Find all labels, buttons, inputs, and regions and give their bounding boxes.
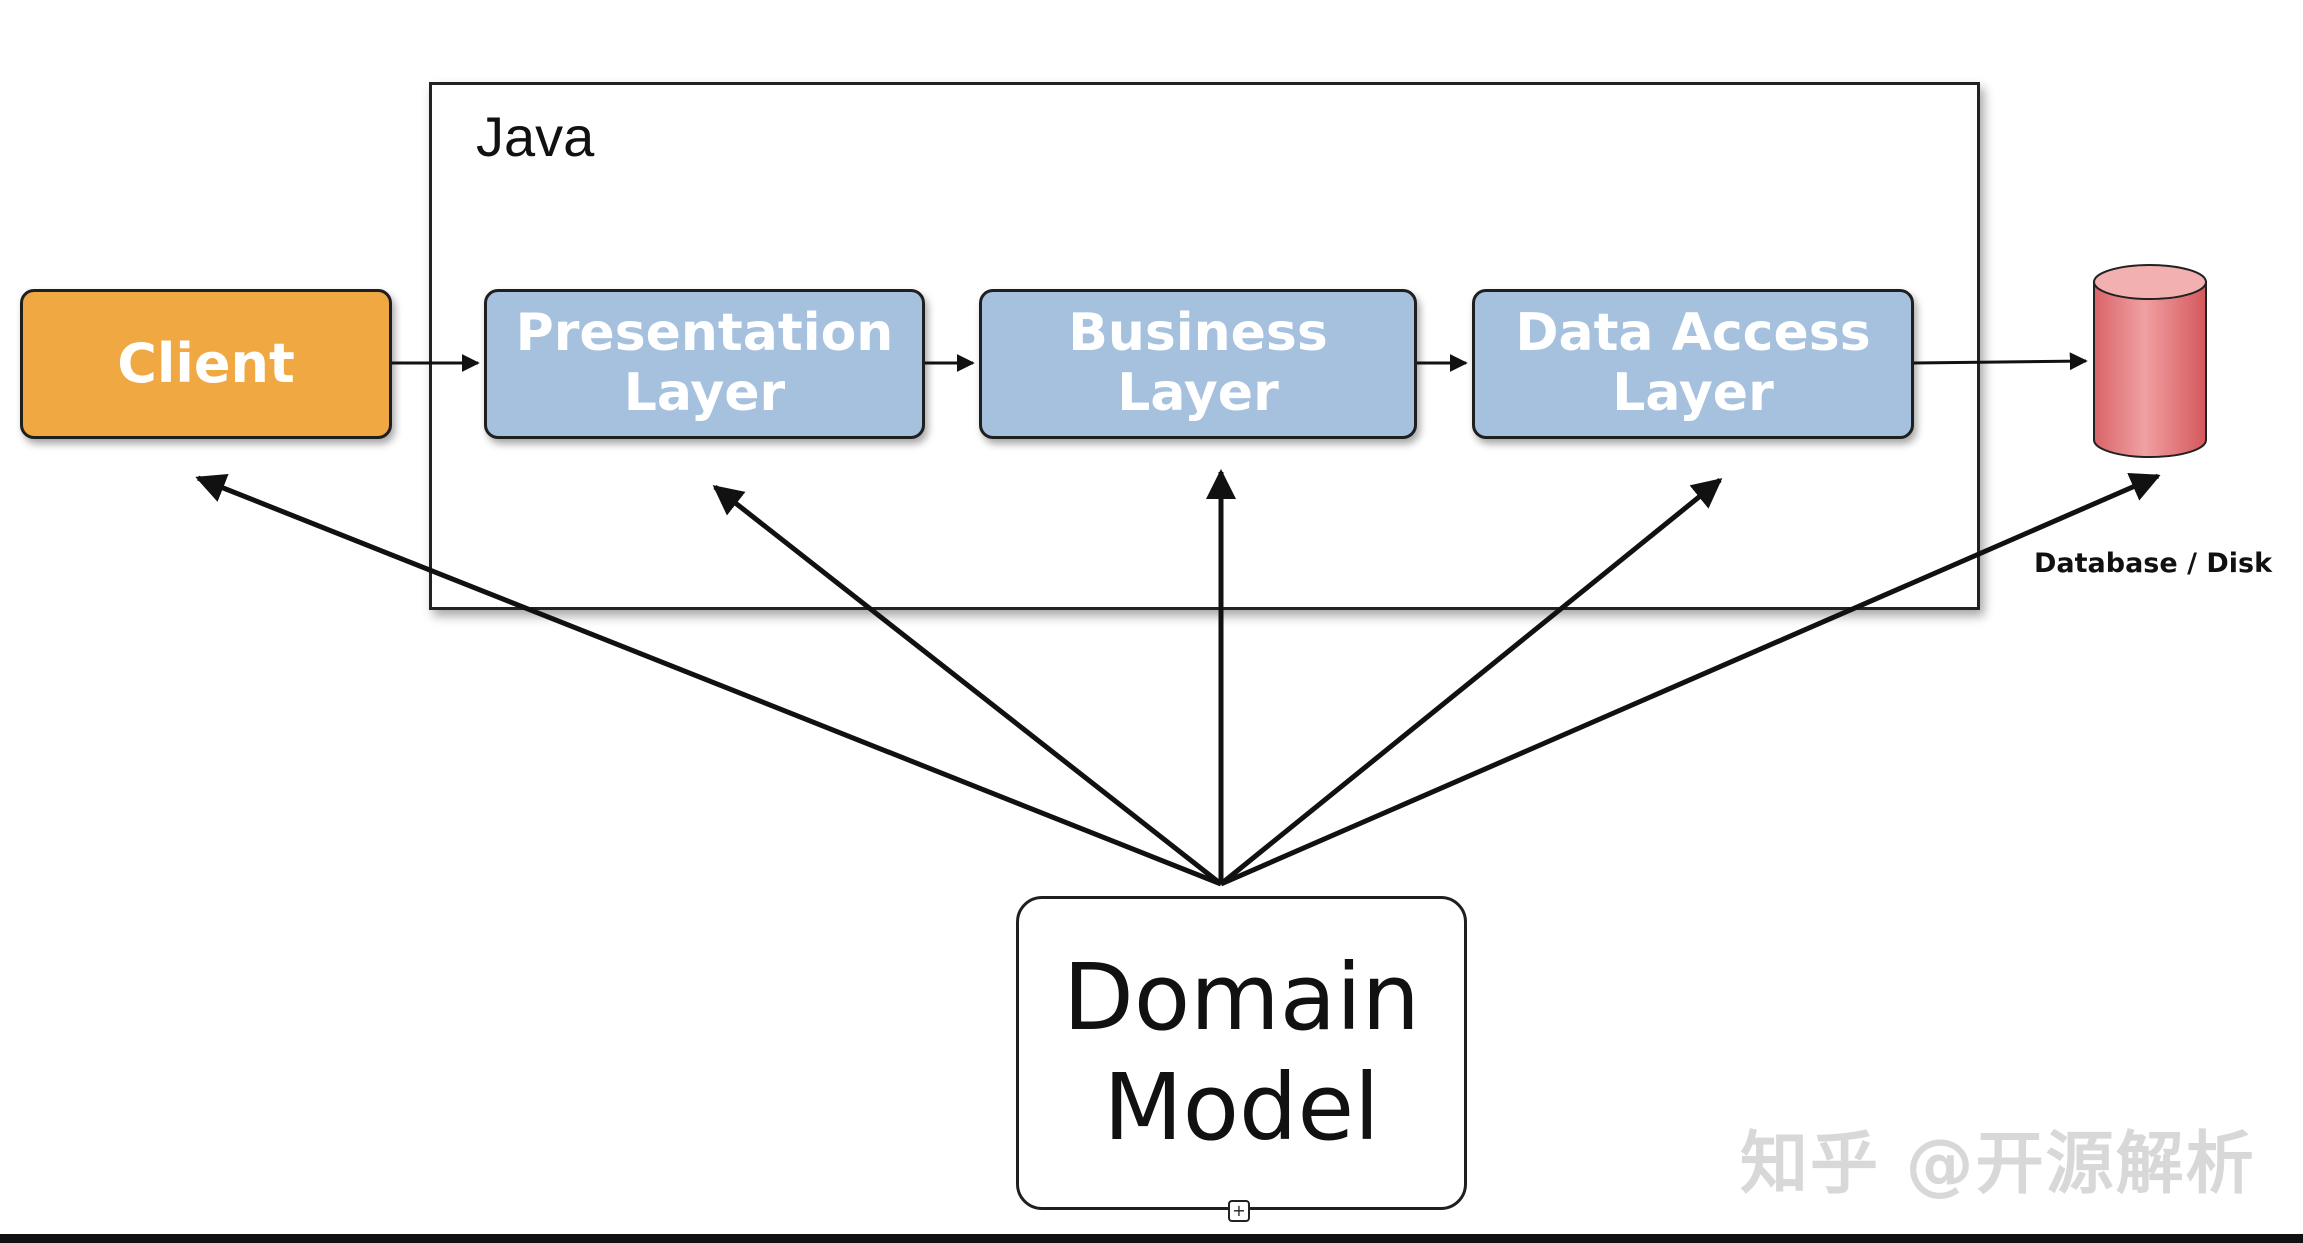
database-icon bbox=[2093, 264, 2207, 458]
arrow-domain-to-dataaccess bbox=[1219, 478, 1723, 886]
arrow-domain-to-presentation bbox=[712, 485, 1223, 886]
data-access-layer-node: Data Access Layer bbox=[1472, 289, 1914, 439]
arrow-dataaccess-to-database bbox=[1913, 352, 2088, 371]
client-node: Client bbox=[20, 289, 392, 439]
presentation-layer-node: Presentation Layer bbox=[484, 289, 925, 439]
java-container-label: Java bbox=[476, 105, 595, 168]
expand-handle-icon: + bbox=[1228, 1200, 1250, 1222]
watermark: 知乎 @开源解析 bbox=[1740, 1125, 2256, 1204]
arrow-domain-to-database bbox=[1220, 473, 2161, 887]
domain-model-node: Domain Model bbox=[1016, 896, 1467, 1210]
bottom-border bbox=[0, 1234, 2303, 1243]
arrow-domain-to-client bbox=[195, 474, 1222, 887]
database-caption: Database / Disk bbox=[2034, 548, 2273, 579]
business-layer-node: Business Layer bbox=[979, 289, 1417, 439]
